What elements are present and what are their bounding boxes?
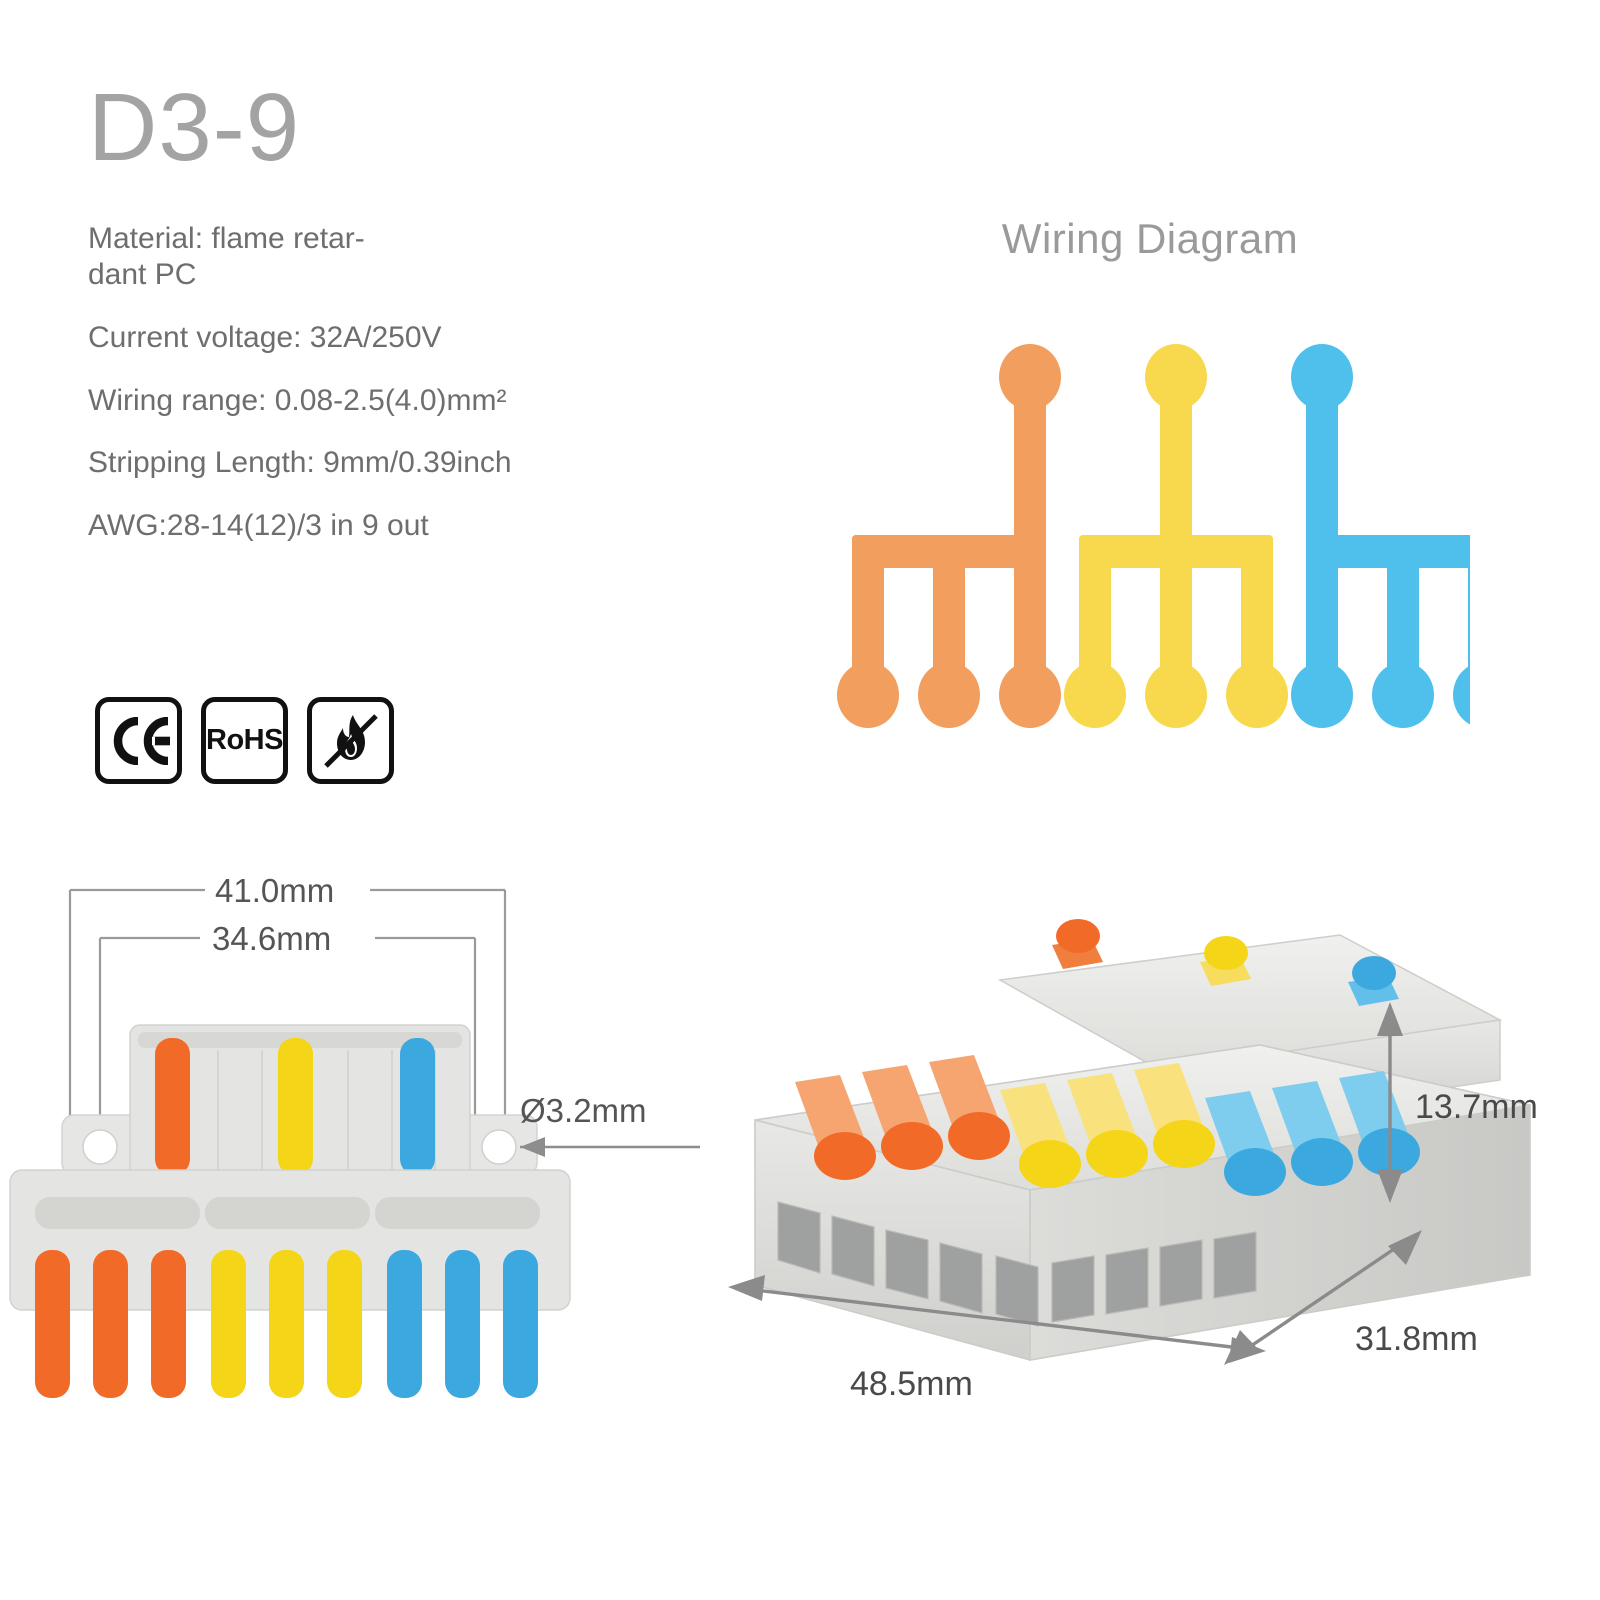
dimension-41mm-label: 41.0mm — [215, 872, 334, 909]
photo-output-lever-orange-3[interactable] — [929, 1055, 1010, 1160]
ce-mark-icon — [108, 716, 170, 765]
output-levers — [35, 1250, 538, 1398]
spec-awg: AWG:28-14(12)/3 in 9 out — [88, 508, 429, 542]
spec-current-voltage: Current voltage: 32A/250V — [88, 320, 442, 354]
photo-output-lever-orange-1[interactable] — [795, 1075, 876, 1180]
output-lever-orange-3[interactable] — [151, 1250, 186, 1398]
spec-stripping-length: Stripping Length: 9mm/0.39inch — [88, 446, 512, 480]
certification-badges: RoHS — [95, 697, 394, 784]
dimension-hole-diameter: Ø3.2mm — [520, 1092, 700, 1157]
output-lever-orange-2[interactable] — [93, 1250, 128, 1398]
photo-output-levers — [795, 1055, 1420, 1196]
dimension-31-8mm-label: 31.8mm — [1355, 1320, 1478, 1358]
photo-output-lever-blue-2[interactable] — [1272, 1081, 1353, 1186]
flame-retardant-badge — [307, 697, 394, 784]
input-lever-yellow[interactable] — [278, 1038, 313, 1175]
input-lever-orange[interactable] — [155, 1038, 190, 1175]
input-lever-blue[interactable] — [400, 1038, 435, 1175]
photo-main-housing — [754, 1044, 1531, 1362]
flame-retardant-icon — [318, 708, 384, 774]
front-view-drawing: 41.0mm 34.6mm — [0, 860, 720, 1420]
wiring-group-blue — [1291, 344, 1470, 728]
input-levers — [155, 1038, 435, 1175]
ce-mark-badge — [95, 697, 182, 784]
isometric-view-photo: 13.7mm 48.5mm 31.8mm — [700, 890, 1600, 1530]
dimension-34-6mm-label: 34.6mm — [212, 920, 331, 957]
spec-wiring-range: Wiring range: 0.08-2.5(4.0)mm² — [88, 383, 507, 417]
specification-block: D3-9 Material: flame retar- dant PC Curr… — [88, 74, 788, 544]
wiring-diagram-title: Wiring Diagram — [1001, 215, 1299, 262]
dimension-31-8mm: 31.8mm — [1224, 1230, 1478, 1365]
photo-wire-openings — [777, 1201, 1257, 1327]
wiring-group-orange — [837, 344, 1061, 728]
output-lever-yellow-3[interactable] — [327, 1250, 362, 1398]
wiring-diagram-graphic — [837, 344, 1470, 728]
page-title: D3-9 — [88, 74, 301, 181]
output-lever-blue-3[interactable] — [503, 1250, 538, 1398]
rohs-mark-badge: RoHS — [201, 697, 288, 784]
output-lever-blue-2[interactable] — [445, 1250, 480, 1398]
spec-material: Material: flame retar- dant PC — [88, 221, 365, 292]
mounting-hole-right — [481, 1129, 517, 1165]
connector-lower-body — [9, 1169, 571, 1311]
dimension-13-7mm: 13.7mm — [1377, 1002, 1538, 1203]
wiring-group-yellow — [1064, 344, 1288, 728]
photo-output-lever-yellow-2[interactable] — [1067, 1073, 1148, 1178]
photo-output-lever-orange-2[interactable] — [862, 1065, 943, 1170]
dimension-48-5mm-label: 48.5mm — [850, 1365, 973, 1403]
dimension-hole-diameter-label: Ø3.2mm — [520, 1092, 647, 1129]
photo-output-lever-blue-1[interactable] — [1205, 1091, 1286, 1196]
output-lever-yellow-1[interactable] — [211, 1250, 246, 1398]
photo-output-lever-yellow-1[interactable] — [1000, 1083, 1081, 1188]
photo-output-lever-yellow-3[interactable] — [1134, 1063, 1215, 1168]
output-lever-yellow-2[interactable] — [269, 1250, 304, 1398]
dimension-34-6mm: 34.6mm — [98, 920, 477, 1160]
output-lever-orange-1[interactable] — [35, 1250, 70, 1398]
rohs-label: RoHS — [206, 724, 283, 756]
mounting-hole-left — [82, 1129, 118, 1165]
wiring-diagram-section: Wiring Diagram — [820, 215, 1480, 745]
dimension-13-7mm-label: 13.7mm — [1415, 1088, 1538, 1126]
output-lever-blue-1[interactable] — [387, 1250, 422, 1398]
photo-input-levers — [1052, 919, 1399, 1006]
